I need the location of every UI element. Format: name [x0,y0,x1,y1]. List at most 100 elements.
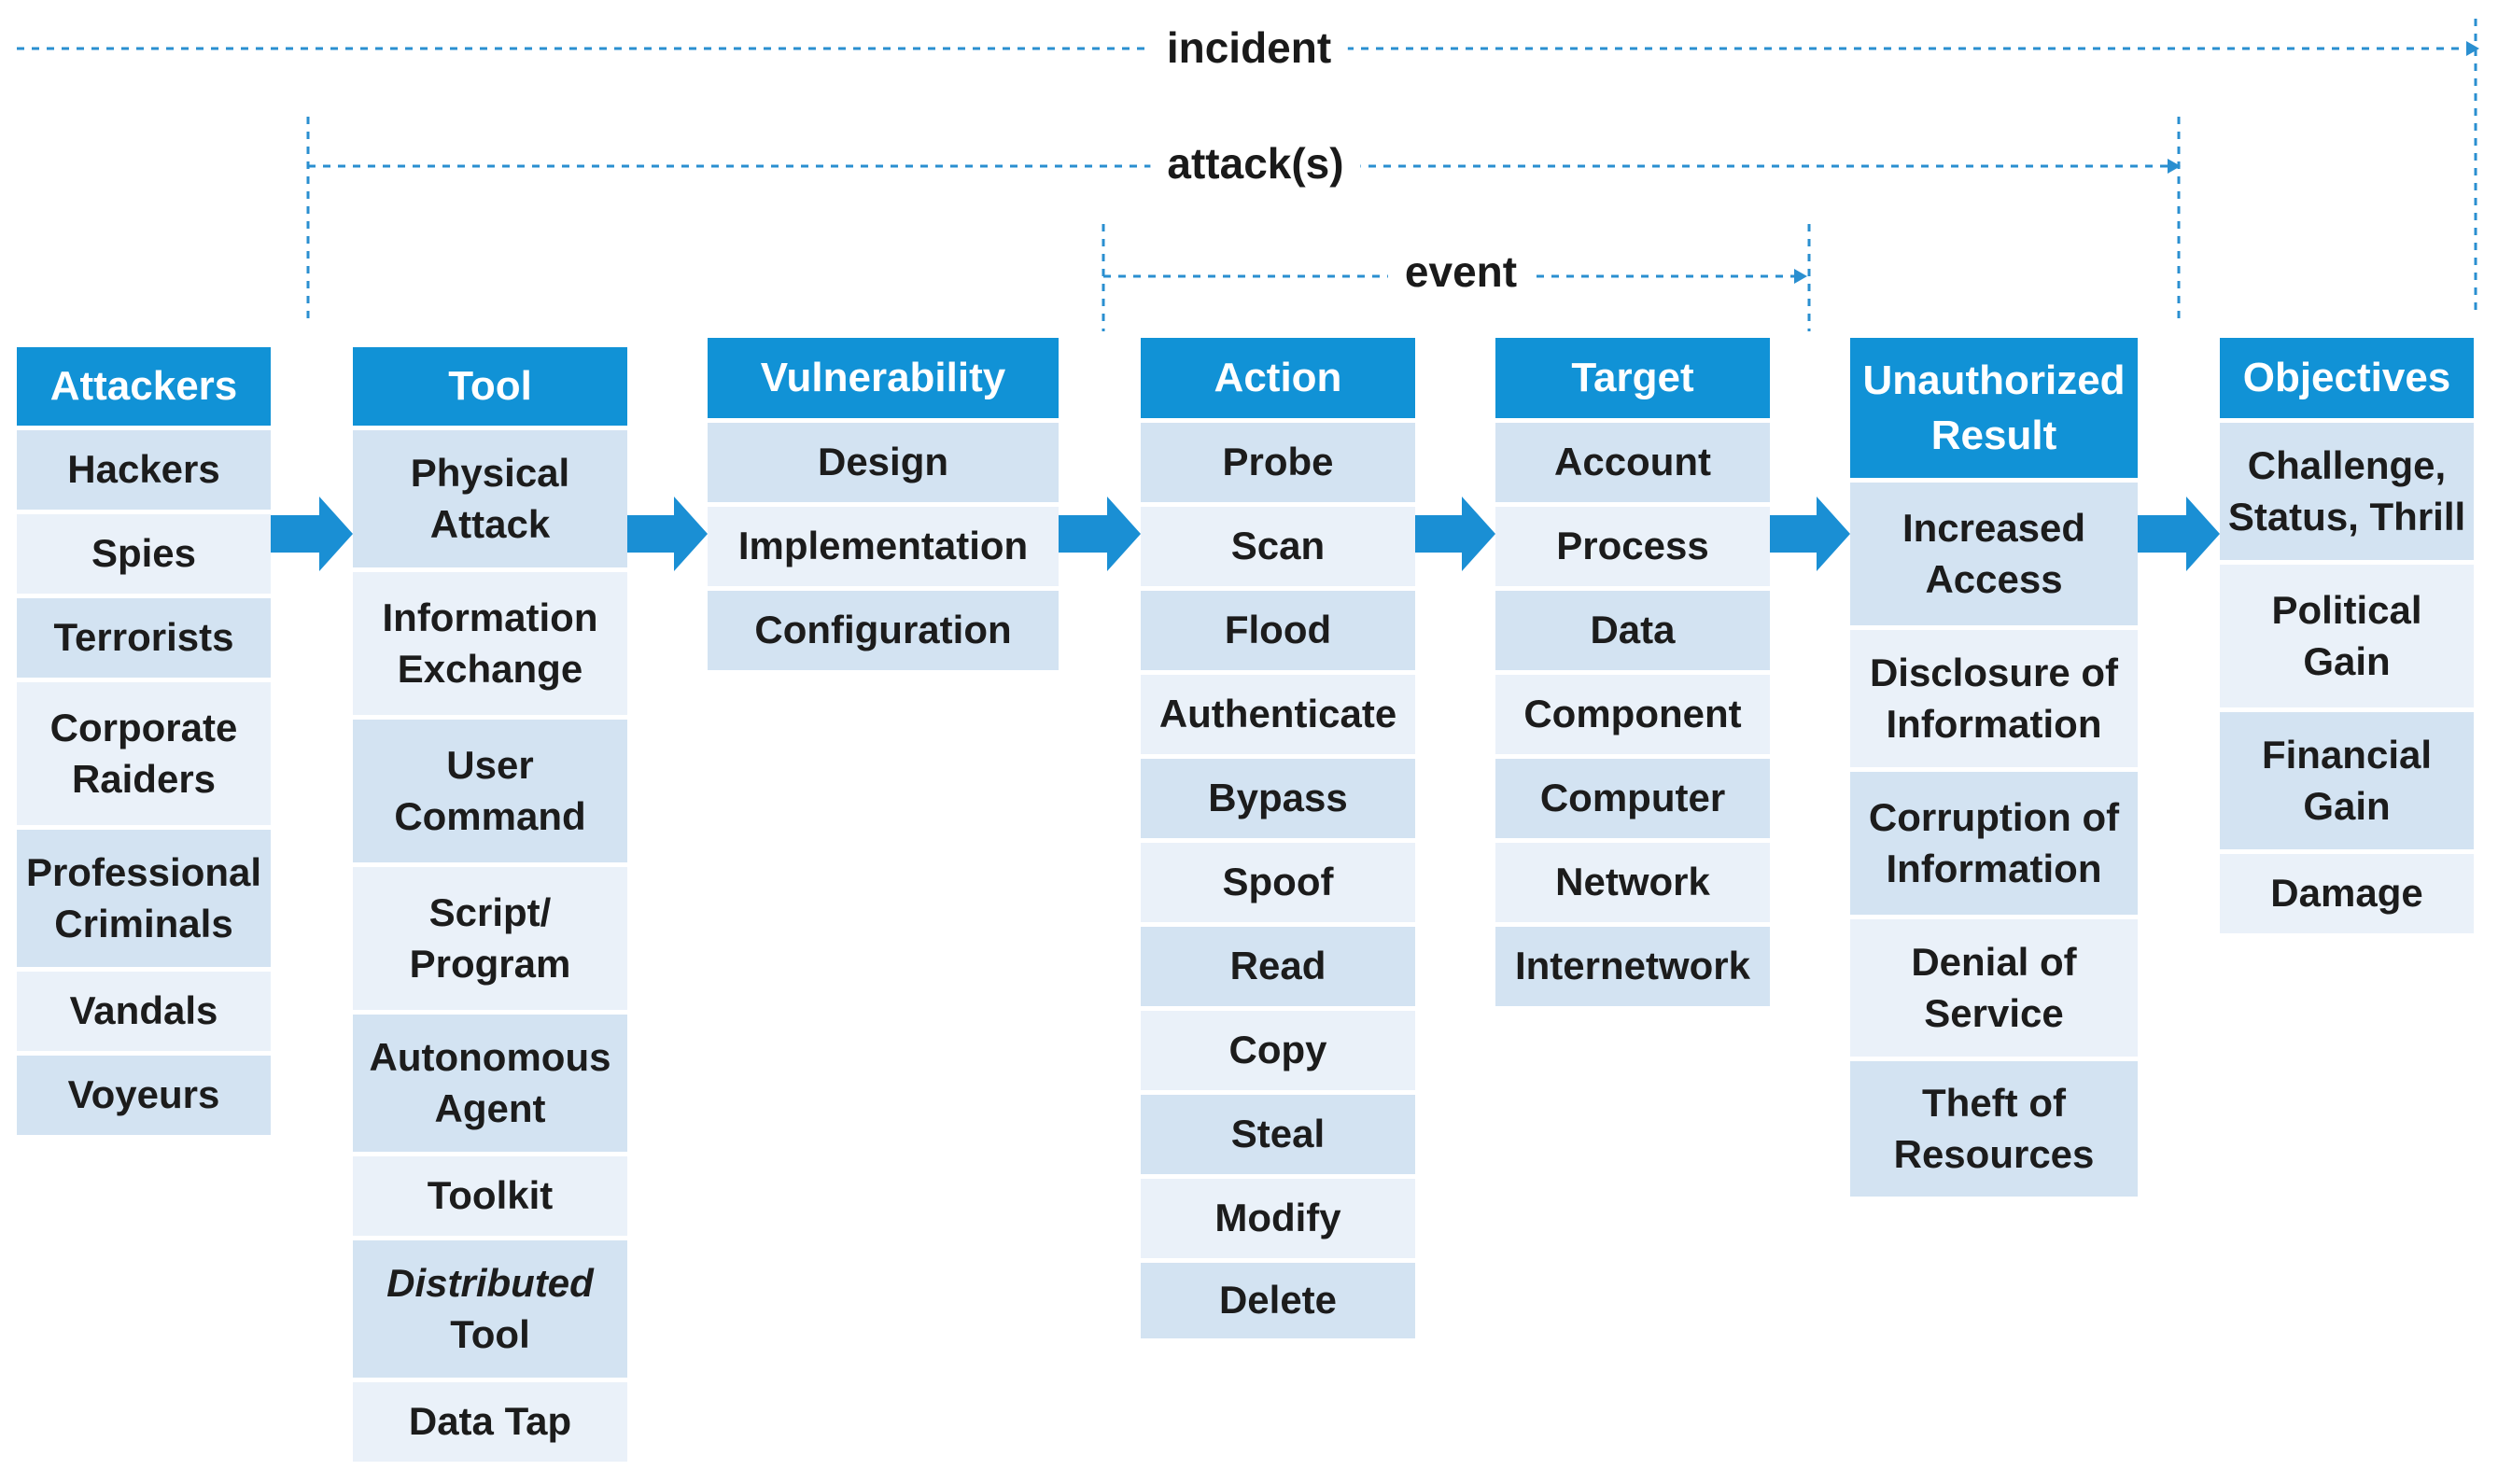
column-item: Information Exchange [353,567,627,715]
column-item-label: Damage [2270,871,2423,916]
column-item: Account [1495,418,1770,502]
attacks-arrowhead [2168,159,2181,174]
column-item-label: Process [1556,524,1709,568]
column-header: Vulnerability [708,338,1059,418]
column-item-label: Physical Attack [410,450,570,546]
flow-arrow [1059,497,1141,571]
column-header: Unauthorized Result [1850,338,2138,478]
column-item: Configuration [708,586,1059,670]
column-header: Action [1141,338,1415,418]
column-item: Political Gain [2220,560,2474,707]
event-arrowhead [1794,269,1807,284]
column-item-label: Financial Gain [2261,732,2433,828]
column-item: Component [1495,670,1770,754]
column-header-label: Vulnerability [760,355,1006,401]
column-item: Autonomous Agent [353,1010,627,1152]
column-item-label: Modify [1214,1196,1341,1240]
column-item-label: Distributed Tool [386,1260,594,1356]
column-item-label: Configuration [754,608,1012,652]
column-header: Attackers [17,347,271,426]
column-item-label: Script/ Program [409,889,571,986]
span-label-event: event [1387,250,1535,293]
column-item: Steal [1141,1090,1415,1174]
column-item-label: Vandals [69,988,218,1033]
column-item: Bypass [1141,754,1415,838]
column-item: Internetwork [1495,922,1770,1006]
column-item-label: Toolkit [427,1173,554,1218]
column-item-label: Challenge, Status, Thrill [2227,442,2466,539]
column-item: Process [1495,502,1770,586]
column-item: Professional Criminals [17,825,271,967]
column-item: Corporate Raiders [17,678,271,825]
column-header-label: Unauthorized Result [1862,357,2126,458]
column-item: Authenticate [1141,670,1415,754]
column-item-label: Authenticate [1158,692,1397,736]
column-item: Script/ Program [353,862,627,1010]
column-item-label: Corporate Raiders [49,705,238,801]
column-item-label: Professional Criminals [25,849,262,945]
span-label-attacks: attack(s) [1150,142,1361,185]
column-item: Copy [1141,1006,1415,1090]
column-header: Target [1495,338,1770,418]
column-item-label: Increased Access [1902,505,2086,601]
span-label-incident: incident [1149,26,1349,69]
column-item-label: Internetwork [1514,944,1751,988]
flow-arrow [2138,497,2220,571]
flow-arrow [1415,497,1495,571]
column-item: Distributed Tool [353,1236,627,1378]
column-item-label: Terrorists [53,615,234,660]
column-item: Modify [1141,1174,1415,1258]
column-item-label: Component [1523,692,1742,736]
flow-arrow [271,497,353,571]
column-header-label: Action [1214,355,1342,401]
column-item: Delete [1141,1258,1415,1338]
column-item-label: Data [1590,608,1676,652]
column-item-label: Hackers [67,447,220,492]
column-item: Data Tap [353,1378,627,1462]
column-header: Objectives [2220,338,2474,418]
column-item-label: Account [1554,440,1711,484]
column-item-label: Design [817,440,949,484]
column-item-label: Voyeurs [67,1072,220,1117]
column-item-label: Bypass [1208,776,1348,820]
column-item: Hackers [17,426,271,510]
column-item: Increased Access [1850,478,2138,625]
column-item-label: Data Tap [408,1399,572,1444]
column-item: User Command [353,715,627,862]
column-item: Terrorists [17,594,271,678]
column-item: Financial Gain [2220,707,2474,849]
column-item-label: Copy [1228,1028,1327,1072]
column-item: Read [1141,922,1415,1006]
column-item-label: Autonomous Agent [369,1034,611,1130]
column-item-label: Flood [1224,608,1332,652]
column-item: Vandals [17,967,271,1051]
column-item: Network [1495,838,1770,922]
column-item-label: Political Gain [2271,587,2422,683]
column-item: Scan [1141,502,1415,586]
column-header-label: Attackers [49,363,238,410]
column-item-label: Scan [1230,524,1326,568]
column-item: Implementation [708,502,1059,586]
column-item: Challenge, Status, Thrill [2220,418,2474,560]
column-item-label: Computer [1539,776,1726,820]
column-item: Computer [1495,754,1770,838]
column-item: Voyeurs [17,1051,271,1135]
column-item: Probe [1141,418,1415,502]
column-item: Corruption of Information [1850,767,2138,915]
column-item: Denial of Service [1850,915,2138,1057]
column-item-label: Denial of Service [1911,939,2077,1035]
column-item: Toolkit [353,1152,627,1236]
column-item: Data [1495,586,1770,670]
column-item: Theft of Resources [1850,1057,2138,1197]
column-header: Tool [353,347,627,426]
flow-arrow [1770,497,1850,571]
column-item: Design [708,418,1059,502]
column-item-label: Spoof [1222,860,1334,904]
column-item: Physical Attack [353,426,627,567]
flow-arrow [627,497,708,571]
column-item-label: Network [1555,860,1710,904]
